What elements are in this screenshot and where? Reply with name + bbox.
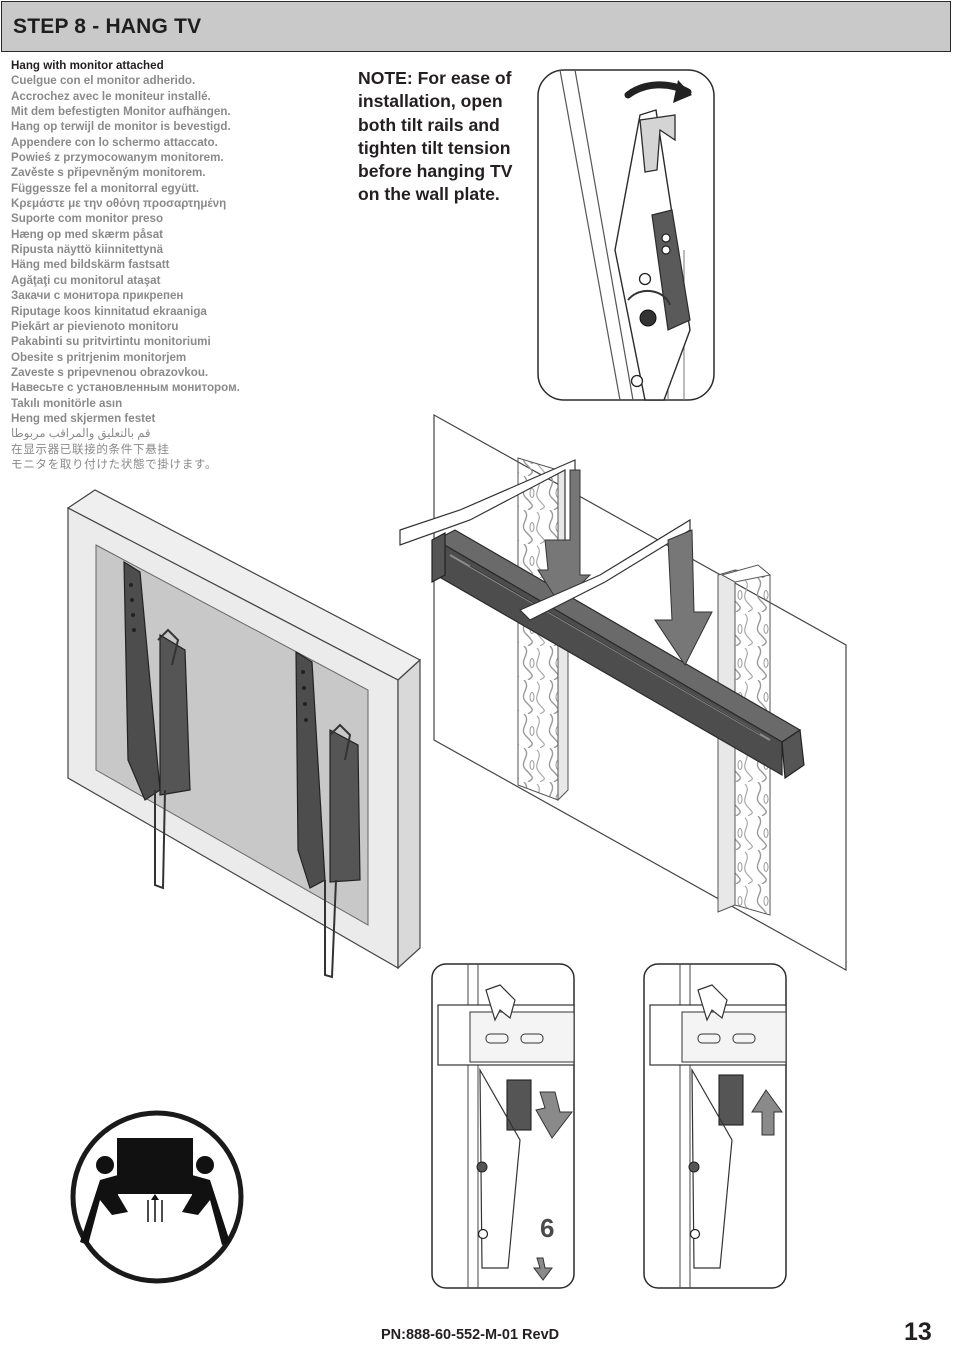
- instruction-line: Appendere con lo schermo attaccato.: [11, 135, 218, 149]
- tilt-detail-callout: [537, 69, 715, 401]
- step-title: STEP 8 - HANG TV: [13, 15, 202, 38]
- instruction-line: Закачи с монитора прикрепен: [11, 289, 184, 303]
- instruction-line: Accrochez avec le moniteur installé.: [11, 89, 211, 103]
- instruction-line: قم بالتعليق والمراقب مربوطا: [11, 427, 151, 441]
- instruction-line: Függessze fel a monitorral együtt.: [11, 181, 200, 195]
- instruction-line: Agăţaţi cu monitorul ataşat: [11, 273, 161, 287]
- down-arrow-icon: [533, 1257, 553, 1281]
- up-arrow-icon: [751, 1089, 783, 1136]
- instruction-line: Heng med skjermen festet: [11, 411, 156, 425]
- instruction-line: Piekārt ar pievienoto monitoru: [11, 319, 179, 333]
- down-arrow-icon: [537, 469, 592, 606]
- instruction-line: Κρεμάστε με την οθόνη προσαρτημένη: [11, 197, 227, 211]
- instruction-line: モニタを取り付けた状態で掛けます。: [11, 457, 218, 471]
- instruction-line: Zavěste s připevněným monitorem.: [11, 166, 206, 180]
- instruction-line: Riputage koos kinnitatud ekraaniga: [11, 304, 207, 318]
- instruction-line: Häng med bildskärm fastsatt: [11, 258, 170, 272]
- instruction-line: Hang with monitor attached: [11, 59, 164, 72]
- page-number: 13: [904, 1318, 932, 1346]
- down-arrow-icon: [535, 1091, 574, 1139]
- detail-frame-lock: [643, 963, 787, 1289]
- instruction-line: Pakabinti su pritvirtintu monitoriumi: [11, 335, 211, 349]
- instruction-line: Hang op terwijl de monitor is bevestigd.: [11, 120, 231, 134]
- detail-step-number: 6: [540, 1213, 555, 1243]
- two-person-lift-icon: [70, 1110, 244, 1284]
- multilingual-instructions: Hang with monitor attached Cuelgue con e…: [11, 58, 311, 472]
- detail-frame-engage: [431, 963, 575, 1289]
- step-header: STEP 8 - HANG TV: [1, 1, 951, 52]
- tv-with-brackets: [66, 489, 422, 979]
- instruction-line: Hæng op med skærm påsat: [11, 227, 164, 241]
- instruction-line: Suporte com monitor preso: [11, 212, 164, 226]
- instruction-line: Mit dem befestigten Monitor aufhängen.: [11, 105, 231, 119]
- instruction-line: Cuelgue con el monitor adherido.: [11, 74, 196, 88]
- down-arrow-icon: [654, 529, 713, 666]
- installation-note: NOTE: For ease of installation, open bot…: [358, 68, 513, 205]
- instruction-line: 在显示器已联接的条件下悬挂: [11, 442, 170, 456]
- instruction-line: Powieś z przymocowanym monitorem.: [11, 151, 224, 165]
- instruction-line: Obesite s pritrjenim monitorjem: [11, 350, 187, 364]
- instruction-line: Навесьте с установленным монитором.: [11, 381, 240, 395]
- instruction-line: Takılı monitörle asın: [11, 396, 123, 410]
- instruction-line: Zaveste s pripevnenou obrazovkou.: [11, 365, 209, 379]
- part-number: PN:888-60-552-M-01 RevD: [381, 1327, 560, 1343]
- wall-with-plate: [399, 413, 847, 972]
- instruction-line: Ripusta näyttö kiinnitettynä: [11, 243, 164, 257]
